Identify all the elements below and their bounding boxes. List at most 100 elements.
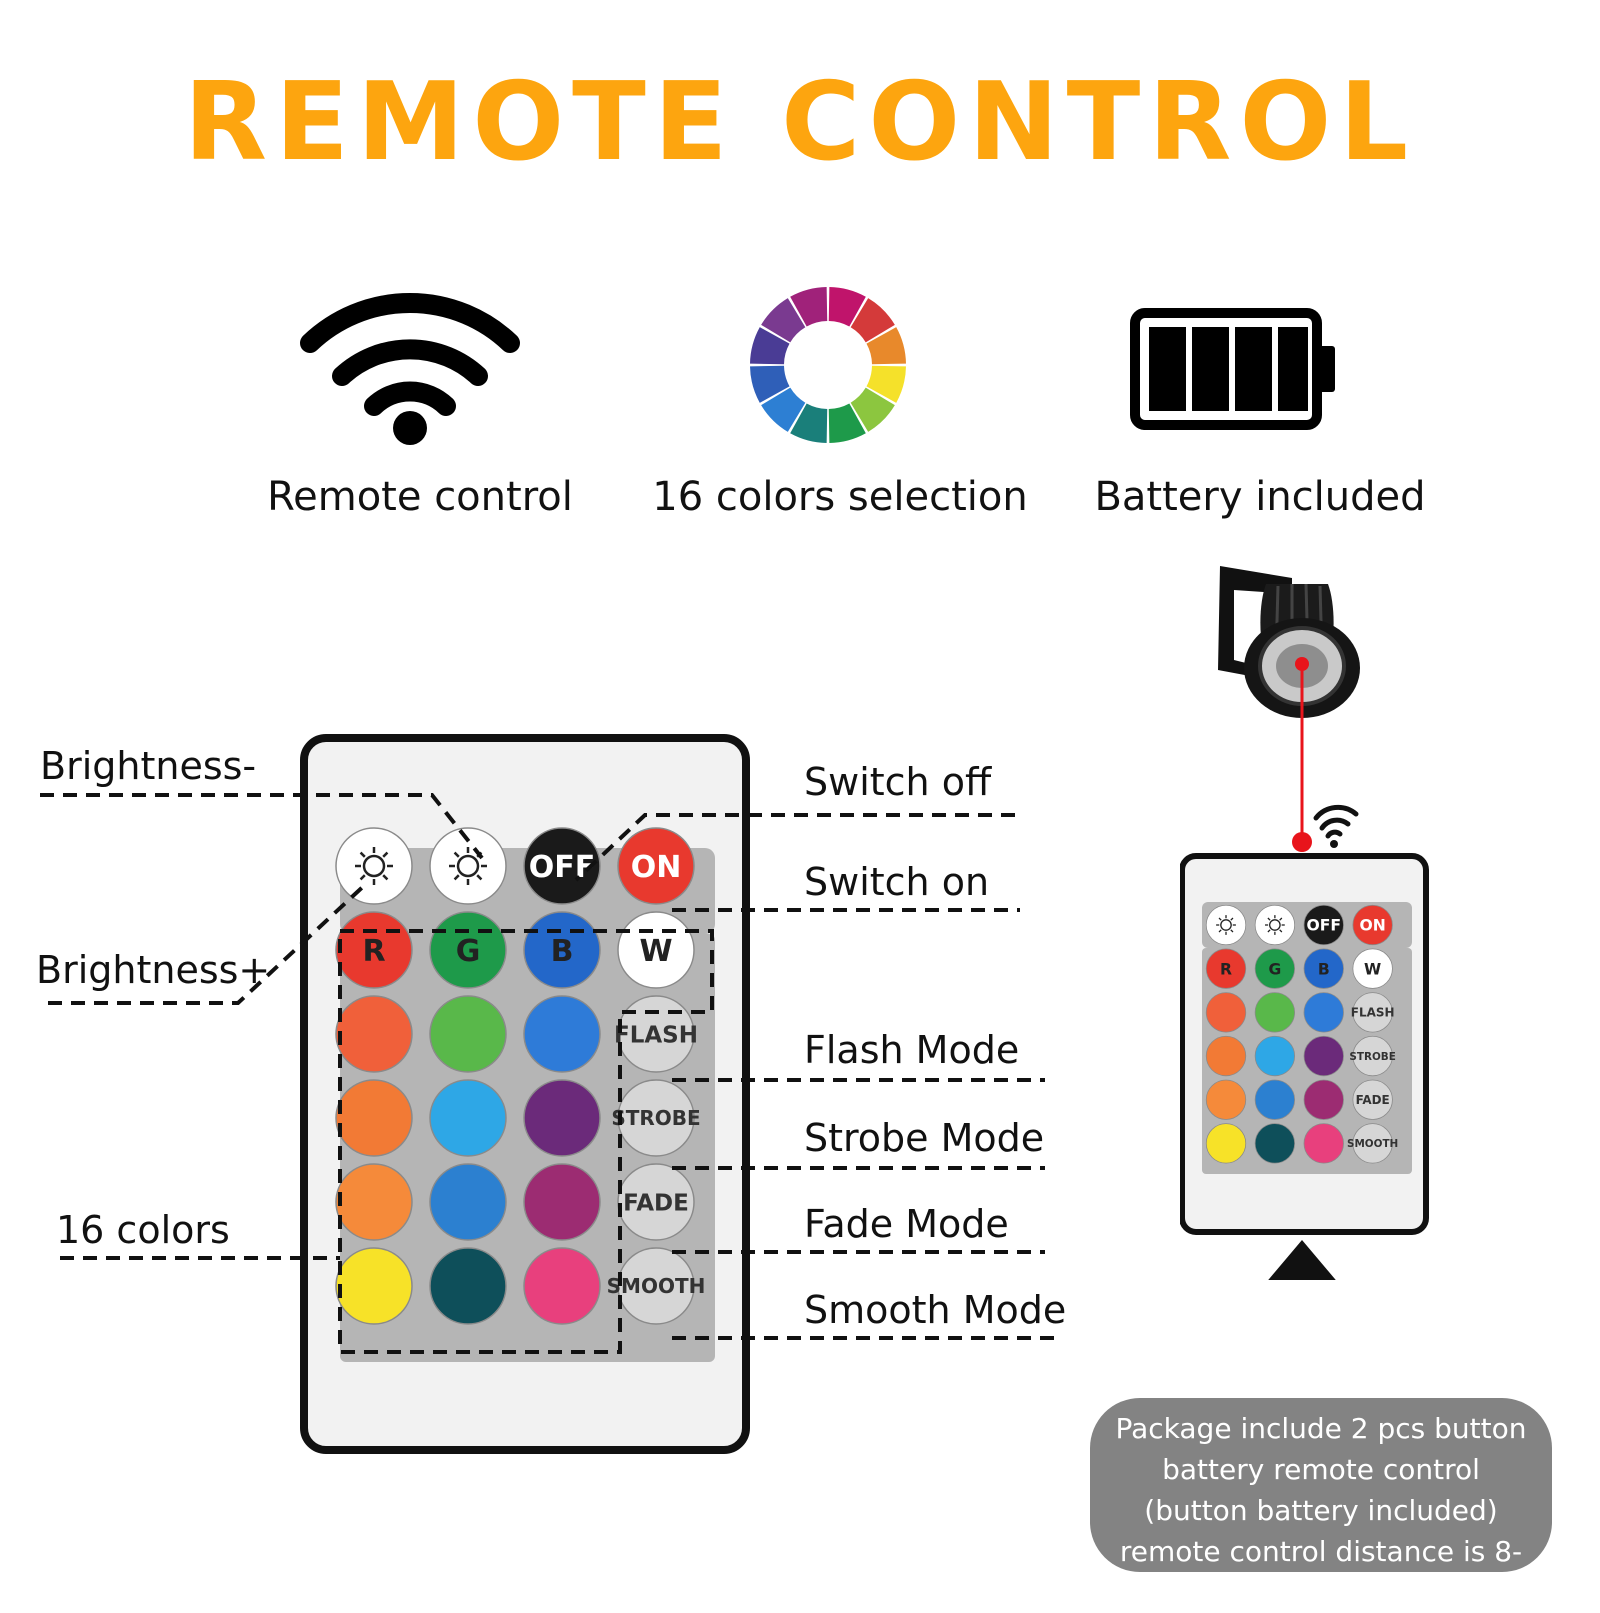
svg-text:W: W [1364,960,1381,978]
spotlight-icon [1218,566,1360,718]
color-button[interactable] [1254,1079,1296,1120]
color-button[interactable] [335,1079,413,1157]
color-wedge [790,287,828,327]
mode-button-smooth[interactable]: SMOOTH [1347,1123,1398,1164]
blue-button[interactable]: B [523,911,601,989]
color-wedge [750,327,790,365]
green-button[interactable]: G [1254,948,1296,989]
page-title: REMOTE CONTROL [183,60,1417,185]
svg-text:B: B [551,934,574,969]
mode-button-strobe[interactable]: STROBE [1349,1035,1396,1077]
color-button[interactable] [523,1163,601,1241]
red-button[interactable]: R [335,911,413,989]
label-switch-off: Switch off [804,760,992,804]
color-button[interactable] [429,1247,507,1325]
color-wedge [828,287,866,327]
brightness-down-button[interactable] [335,827,413,905]
color-button[interactable] [335,1247,413,1325]
svg-text:R: R [362,934,385,969]
up-arrow-icon [1268,1240,1336,1280]
battery-icon [1130,308,1335,430]
package-note: Package include 2 pcs button battery rem… [1090,1398,1552,1609]
leader-brightness-down [40,793,484,860]
svg-text:SMOOTH: SMOOTH [1347,1138,1398,1150]
mode-button-fade[interactable]: FADE [617,1163,695,1241]
color-button[interactable] [429,995,507,1073]
color-button[interactable] [1303,1123,1344,1164]
brightness-up-button[interactable] [429,827,507,905]
mode-button-fade[interactable]: FADE [1352,1079,1393,1120]
color-button[interactable] [335,995,413,1073]
mode-button-flash[interactable]: FLASH [1351,992,1395,1033]
wifi-icon [300,293,520,445]
color-wedge [761,298,806,343]
mode-button-smooth[interactable]: SMOOTH [607,1247,706,1325]
color-wedge [850,387,895,432]
leader-brightness-up [48,880,370,1005]
color-button[interactable] [1205,1123,1247,1164]
label-flash-mode: Flash Mode [804,1028,1020,1072]
leader-switch-off [574,813,1015,882]
red-button[interactable]: R [1205,948,1247,989]
color-button[interactable] [1303,992,1344,1033]
off-button[interactable]: OFF [1303,904,1344,946]
label-fade-mode: Fade Mode [804,1202,1009,1246]
svg-text:FLASH: FLASH [1351,1006,1395,1020]
color-wedge [828,403,866,443]
color-button[interactable] [429,1163,507,1241]
leader-colors-box [338,929,714,1354]
svg-text:OFF: OFF [529,850,596,885]
color-button[interactable] [1254,1123,1296,1164]
color-button[interactable] [1205,1079,1247,1120]
label-smooth-mode: Smooth Mode [804,1288,1067,1332]
package-note-line: (button battery included) [1144,1494,1498,1527]
color-wedge [866,327,906,365]
color-button[interactable] [429,1079,507,1157]
feature-label-battery: Battery included [1094,474,1426,520]
mode-button-flash[interactable]: FLASH [614,995,698,1073]
color-button[interactable] [1205,992,1247,1033]
svg-text:STROBE: STROBE [1349,1051,1395,1063]
svg-text:G: G [456,934,481,969]
mode-button-strobe[interactable]: STROBE [611,1079,701,1157]
svg-text:FADE: FADE [623,1190,689,1216]
label-switch-on: Switch on [804,860,990,904]
svg-text:ON: ON [1359,917,1385,935]
blue-button[interactable]: B [1303,948,1344,989]
color-button[interactable] [335,1163,413,1241]
color-button[interactable] [523,1247,601,1325]
on-button[interactable]: ON [617,827,695,905]
label-brightness-up: Brightness+ [36,948,271,992]
color-wedge [866,365,906,403]
color-wedge [761,387,806,432]
color-button[interactable] [1205,1035,1247,1077]
white-button[interactable]: W [1352,948,1393,989]
package-note-line: Package include 2 pcs button [1115,1412,1527,1445]
white-button[interactable]: W [617,911,695,989]
color-wedge [850,298,895,343]
label-16-colors: 16 colors [56,1208,230,1252]
green-button[interactable]: G [429,911,507,989]
svg-text:STROBE: STROBE [611,1106,700,1130]
color-button[interactable] [1303,1079,1344,1120]
color-wedge [750,365,790,403]
svg-text:OFF: OFF [1306,917,1341,935]
color-wheel-icon [750,287,906,443]
color-button[interactable] [523,1079,601,1157]
color-button[interactable] [523,995,601,1073]
color-button[interactable] [1303,1035,1344,1077]
brightness-down-button[interactable] [1205,904,1247,946]
color-button[interactable] [1254,992,1296,1033]
brightness-up-button[interactable] [1254,904,1296,946]
color-button[interactable] [1254,1035,1296,1077]
package-note-line: remote control distance is 8-10m [1119,1535,1523,1609]
off-button[interactable]: OFF [523,827,601,905]
svg-text:R: R [1220,960,1232,978]
package-note-line: battery remote control [1162,1453,1480,1486]
feature-label-remote: Remote control [267,474,573,520]
label-strobe-mode: Strobe Mode [804,1116,1045,1160]
on-button[interactable]: ON [1352,904,1393,946]
